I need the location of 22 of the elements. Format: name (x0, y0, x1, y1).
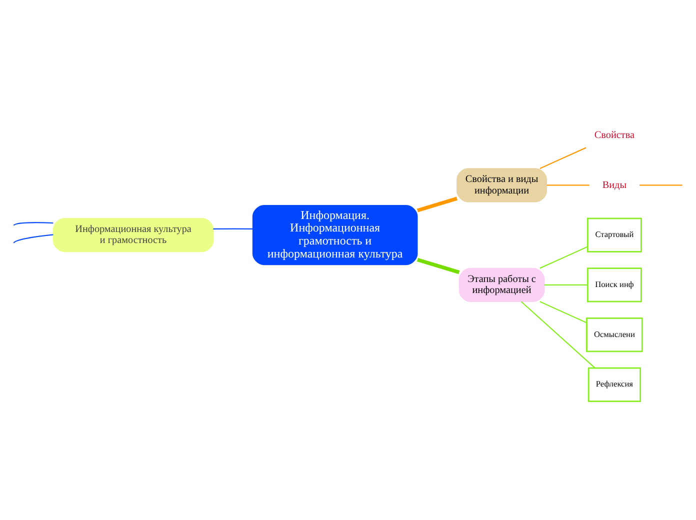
connector (540, 301, 587, 324)
connector (416, 258, 460, 274)
connector (540, 147, 586, 169)
connector (544, 284, 588, 286)
connector (640, 184, 682, 186)
node-box: Информационная культура и грамостность (52, 218, 214, 252)
connector (540, 246, 588, 269)
connector (416, 196, 458, 212)
node-text: Свойства (594, 130, 634, 141)
connector (13, 234, 54, 244)
node-box: Свойства и виды информации (456, 168, 548, 202)
node-text: Виды (602, 180, 627, 191)
connector (520, 301, 596, 368)
node-box: Осмыслени (586, 318, 643, 352)
node-box: Рефлексия (588, 367, 641, 402)
node-box: Стартовый (586, 218, 642, 252)
connector (546, 184, 590, 186)
connector (213, 228, 253, 230)
node-box: Информация. Информационная грамотность и информационная культура (252, 205, 418, 266)
node-box: Этапы работы с информацией (458, 268, 545, 302)
connector (13, 222, 54, 226)
node-box: Поиск инф (586, 268, 642, 302)
